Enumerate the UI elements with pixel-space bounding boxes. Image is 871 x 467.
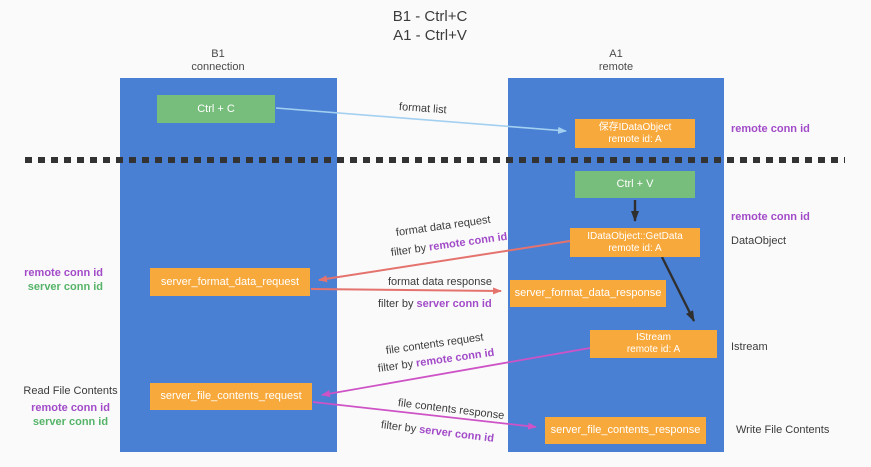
left-conn-id-group-format: remote conn id server conn id	[18, 266, 103, 294]
box-idataobject-getdata: IDataObject::GetData remote id: A	[570, 228, 700, 257]
label-file-contents-response: file contents response	[397, 397, 505, 422]
box-server-format-data-request: server_format_data_request	[150, 268, 310, 296]
box-save-idataobject: 保存IDataObject remote id: A	[575, 119, 695, 148]
lane-b1-subtitle: connection	[191, 61, 245, 73]
diagram-title: B1 - Ctrl+C A1 - Ctrl+V	[300, 7, 560, 45]
label-read-file-contents: Read File Contents	[23, 385, 118, 397]
filter-prefix: filter by	[380, 419, 420, 436]
box-ctrl-c: Ctrl + C	[157, 95, 275, 123]
title-line-1: B1 - Ctrl+C	[392, 8, 468, 25]
label-format-data-response: format data response	[388, 276, 492, 288]
lane-header-a1: A1 remote	[561, 48, 671, 74]
lane-header-b1: B1 connection	[163, 48, 273, 74]
box-save-idataobject-line2: remote id: A	[608, 133, 662, 145]
box-ctrl-v-label: Ctrl + V	[616, 178, 654, 190]
filter-value-server: server conn id	[416, 298, 492, 310]
filter-prefix: filter by	[377, 357, 417, 375]
label-filter-server-2: filter by server conn id	[380, 419, 494, 445]
label-dataobject: DataObject	[731, 235, 787, 247]
label-server-conn-id-left: server conn id	[27, 281, 103, 293]
lane-a1-subtitle: remote	[598, 61, 634, 73]
filter-value-remote: remote conn id	[428, 230, 509, 254]
label-server-conn-id-left-bottom: server conn id	[32, 416, 109, 428]
box-idataobject-getdata-line2: remote id: A	[608, 242, 662, 254]
box-server-file-contents-request: server_file_contents_request	[150, 383, 312, 410]
label-remote-conn-id-top: remote conn id	[731, 123, 810, 135]
box-istream-line1: IStream	[635, 332, 671, 343]
box-server-file-contents-response-label: server_file_contents_response	[550, 424, 701, 436]
left-conn-id-group-file: Read File Contents remote conn id server…	[18, 384, 123, 429]
box-server-format-data-response-label: server_format_data_response	[514, 287, 662, 299]
label-istream: Istream	[731, 341, 768, 353]
label-write-file-contents: Write File Contents	[736, 424, 830, 436]
label-remote-conn-id-left-bottom: remote conn id	[31, 402, 110, 414]
label-filter-server-1: filter by server conn id	[378, 298, 492, 310]
filter-prefix: filter by	[378, 298, 417, 310]
box-istream-line2: remote id: A	[626, 344, 681, 355]
box-server-file-contents-request-label: server_file_contents_request	[160, 390, 302, 402]
box-server-format-data-response: server_format_data_response	[510, 280, 666, 307]
title-line-2: A1 - Ctrl+V	[393, 27, 467, 44]
label-format-list: format list	[398, 101, 447, 117]
box-ctrl-v: Ctrl + V	[575, 171, 695, 198]
lane-b1-name: B1	[211, 48, 225, 60]
box-ctrl-c-label: Ctrl + C	[197, 102, 235, 115]
box-server-format-data-request-label: server_format_data_request	[160, 275, 300, 288]
box-idataobject-getdata-line1: IDataObject::GetData	[587, 230, 683, 242]
filter-value-server: server conn id	[418, 423, 495, 445]
lane-a1-name: A1	[609, 48, 623, 60]
box-server-file-contents-response: server_file_contents_response	[545, 417, 706, 444]
box-istream: IStream remote id: A	[590, 330, 717, 358]
filter-prefix: filter by	[390, 241, 430, 259]
label-remote-conn-id-left: remote conn id	[24, 267, 103, 279]
arrow-format-data-response	[310, 287, 502, 295]
dashed-divider-line	[25, 157, 845, 163]
box-save-idataobject-line1: 保存IDataObject	[598, 121, 672, 133]
label-remote-conn-id-mid: remote conn id	[731, 211, 810, 223]
